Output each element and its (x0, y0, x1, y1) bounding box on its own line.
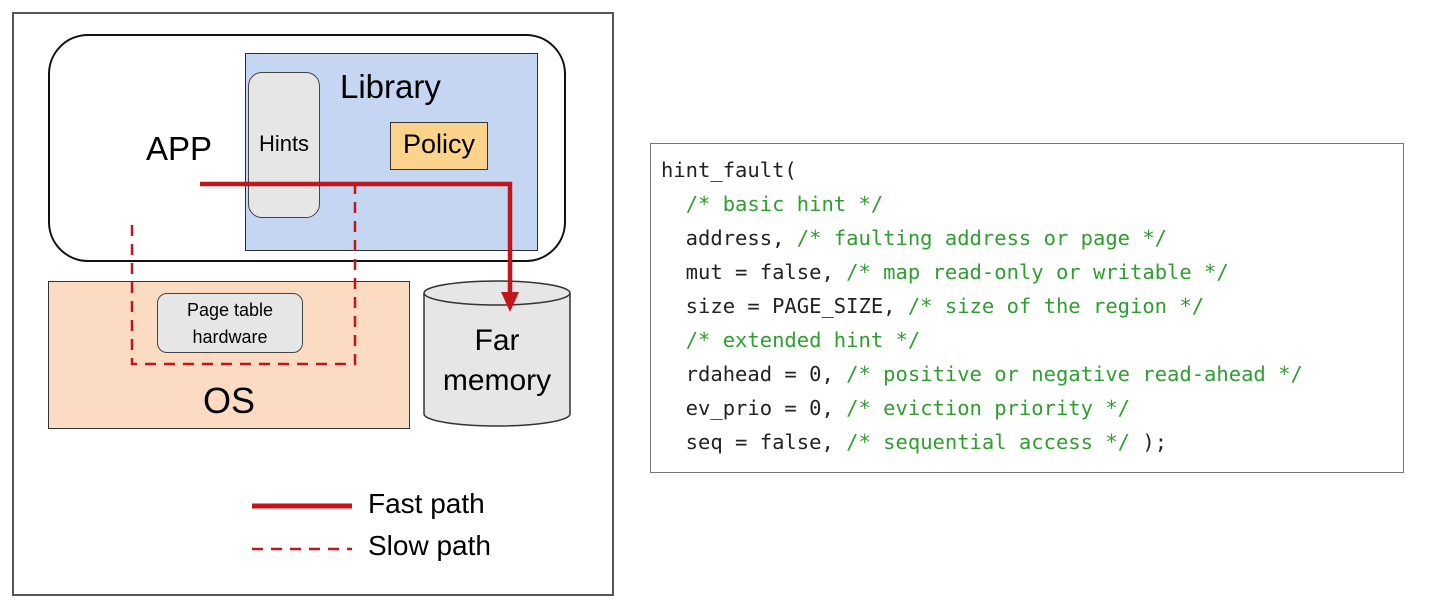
code-panel: hint_fault( /* basic hint */ address, /*… (650, 143, 1404, 473)
policy-label: Policy (402, 129, 476, 159)
code-comment: /* size of the region */ (907, 294, 1205, 318)
policy-box (390, 122, 488, 170)
code-text: size = PAGE_SIZE, (661, 294, 908, 318)
code-comment: /* map read-only or writable */ (846, 260, 1229, 284)
slow-path-line (130, 185, 357, 366)
library-label: Library (340, 68, 441, 105)
code-text-tail: ); (1130, 430, 1168, 454)
code-line: hint_fault( (661, 158, 797, 182)
far-memory-label-line-1: Far (474, 324, 520, 357)
code-line: /* extended hint */ (661, 328, 921, 352)
code-text: ev_prio = 0, (661, 396, 847, 420)
code-text: mut = false, (661, 260, 847, 284)
far-memory-label-line-2: memory (442, 364, 552, 397)
code-text: seq = false, (661, 430, 847, 454)
page-table-label-line-2: hardware (192, 327, 268, 347)
fast-path-line (200, 181, 513, 296)
code-comment: /* extended hint */ (685, 328, 921, 352)
code-comment: /* sequential access */ (846, 430, 1131, 454)
code-comment: /* eviction priority */ (846, 396, 1131, 420)
code-line: size = PAGE_SIZE, /* size of the region … (661, 294, 1204, 318)
page-table-hardware-box (157, 293, 303, 353)
os-label: OS (202, 380, 255, 421)
code-comment: /* positive or negative read-ahead */ (846, 362, 1303, 386)
far-memory-cylinder (423, 280, 571, 427)
legend-slow-path-label: Slow path (368, 530, 491, 561)
code-line: /* basic hint */ (661, 192, 883, 216)
app-label: APP (146, 130, 213, 167)
code-line: address, /* faulting address or page */ (661, 226, 1167, 250)
code-line: seq = false, /* sequential access */ ); (661, 430, 1167, 454)
legend-fast-path-label: Fast path (368, 488, 485, 519)
code-line: ev_prio = 0, /* eviction priority */ (661, 396, 1130, 420)
hints-label: Hints (258, 131, 310, 156)
page-table-label-line-1: Page table (186, 300, 274, 320)
code-text: rdahead = 0, (661, 362, 847, 386)
code-text: hint_fault( (661, 158, 797, 182)
code-line: mut = false, /* map read-only or writabl… (661, 260, 1229, 284)
code-text (661, 328, 686, 352)
code-line: rdahead = 0, /* positive or negative rea… (661, 362, 1303, 386)
hints-box (248, 72, 320, 218)
code-text: address, (661, 226, 797, 250)
code-comment: /* faulting address or page */ (796, 226, 1168, 250)
fast-path-arrowhead (501, 292, 519, 312)
code-text (661, 192, 686, 216)
code-comment: /* basic hint */ (685, 192, 884, 216)
